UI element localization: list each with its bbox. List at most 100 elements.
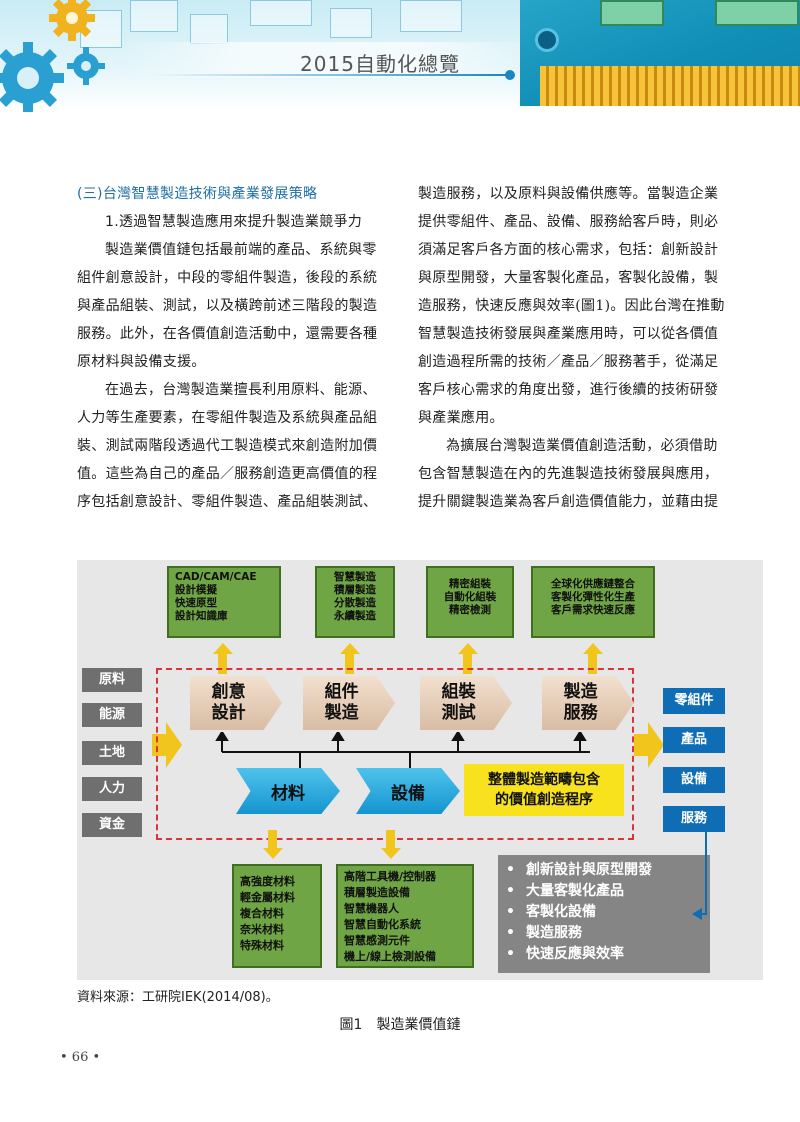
benefit-item: 大量客製化產品 xyxy=(506,881,710,902)
figure-caption: 圖1 製造業價值鏈 xyxy=(300,1014,500,1034)
output-services: 服務 xyxy=(663,806,725,832)
box-line: 積層製造 xyxy=(334,584,376,596)
paragraph: 製造業價值鏈包括最前端的產品、系統與零組件創意設計，中段的零組件製造，後段的系統… xyxy=(77,242,378,370)
stage-line: 服務 xyxy=(563,703,598,723)
subsection-title: 1.透過智慧製造應用來提升製造業競爭力 xyxy=(105,214,363,230)
benefit-item: 客製化設備 xyxy=(506,902,710,923)
stage-service: 製造服務 xyxy=(542,676,634,730)
box-line: 精密組裝 xyxy=(449,578,491,590)
box-line: 自動化組裝 xyxy=(443,591,497,603)
figure-source: 資料來源：工研院IEK(2014/08)。 xyxy=(77,990,279,1005)
box-line: 機上/線上檢測設備 xyxy=(344,950,437,963)
box-line: 奈米材料 xyxy=(240,923,284,936)
box-line: 特殊材料 xyxy=(240,939,284,952)
header-decor-square xyxy=(250,0,312,26)
arrow-shaft xyxy=(268,830,277,850)
paragraph: 在過去，台灣製造業擅長利用原料、能源、人力等生產要素，在零組件製造及系統與產品組… xyxy=(77,382,378,510)
box-line: 客戶需求快速反應 xyxy=(551,604,635,616)
header-decor-square xyxy=(330,8,372,38)
customer-needs-box: 創新設計與原型開發 大量客製化產品 客製化設備 製造服務 快速反應與效率 xyxy=(498,855,710,973)
box-line: 設計知識庫 xyxy=(175,610,228,622)
caption-text: 製造業價值鏈 xyxy=(376,1017,461,1033)
input-capital: 資金 xyxy=(82,813,142,837)
box-line: 智慧自動化系統 xyxy=(344,918,421,931)
input-land: 土地 xyxy=(82,741,142,765)
arrow-shaft xyxy=(463,654,472,674)
support-equipment: 設備 xyxy=(356,768,460,814)
box-line: 高強度材料 xyxy=(240,875,295,888)
scope-highlight: 整體製造範疇包含 的價值創造程序 xyxy=(464,764,624,816)
box-line: 智慧感測元件 xyxy=(344,934,410,947)
stage-line: 設計 xyxy=(211,703,246,723)
bottom-box-materials: 高強度材料 輕金屬材料 複合材料 奈米材料 特殊材料 xyxy=(232,864,322,968)
box-line: 高階工具機/控制器 xyxy=(344,870,437,883)
up-arrow-icon xyxy=(340,643,360,654)
header-title: 2015自動化總覽 xyxy=(300,52,460,76)
box-line: 複合材料 xyxy=(240,907,284,920)
highlight-line: 的價值創造程序 xyxy=(495,792,593,808)
header-underline xyxy=(150,74,510,76)
stage-line: 製造 xyxy=(324,703,359,723)
chip-icon xyxy=(600,0,664,26)
header-decor-square xyxy=(190,14,228,44)
stage-line: 製造 xyxy=(563,682,598,702)
arrow-shaft xyxy=(386,830,395,850)
header-band xyxy=(120,42,540,78)
highlight-line: 整體製造範疇包含 xyxy=(488,772,600,788)
right-column: 製造服務，以及原料與設備供應等。當製造企業提供零組件、產品、設備、服務給客戶時，… xyxy=(418,180,730,516)
left-column: (三)台灣智慧製造技術與產業發展策略 1.透過智慧製造應用來提升製造業競爭力 製… xyxy=(77,180,389,516)
box-line: 精密檢測 xyxy=(449,604,491,616)
box-line: 客製化彈性化生產 xyxy=(551,591,635,603)
benefit-item: 快速反應與效率 xyxy=(506,944,710,965)
box-line: 全球化供應鏈整合 xyxy=(551,578,635,590)
top-box-service: 全球化供應鏈整合 客製化彈性化生產 客戶需求快速反應 xyxy=(531,566,655,638)
bottom-box-equipment: 高階工具機/控制器 積層製造設備 智慧機器人 智慧自動化系統 智慧感測元件 機上… xyxy=(336,864,474,968)
header-dot xyxy=(505,70,515,80)
box-line: 智慧機器人 xyxy=(344,902,399,915)
stage-assembly: 組裝測試 xyxy=(420,676,512,730)
value-creation-frame xyxy=(156,668,634,840)
top-box-manufacturing: 智慧製造 積層製造 分散製造 永續製造 xyxy=(315,566,395,638)
support-material: 材料 xyxy=(236,768,340,814)
box-line: 積層製造設備 xyxy=(344,886,410,899)
stage-design: 創意設計 xyxy=(190,676,282,730)
top-box-assembly: 精密組裝 自動化組裝 精密檢測 xyxy=(426,566,514,638)
up-arrow-icon xyxy=(458,643,478,654)
box-line: 分散製造 xyxy=(334,597,376,609)
circuit-node-icon xyxy=(535,28,559,52)
chip-icon xyxy=(715,0,799,26)
caption-label: 圖1 xyxy=(339,1017,363,1033)
box-line: 輕金屬材料 xyxy=(240,891,295,904)
header-decor-square xyxy=(130,0,178,32)
header-decor-square xyxy=(400,0,462,32)
stage-component: 組件製造 xyxy=(303,676,395,730)
arrow-shaft xyxy=(345,654,354,674)
input-raw-material: 原料 xyxy=(82,668,142,692)
output-arrow-icon xyxy=(634,722,664,768)
benefit-item: 製造服務 xyxy=(506,923,710,944)
section-title: (三)台灣智慧製造技術與產業發展策略 xyxy=(77,186,318,202)
stage-line: 組裝 xyxy=(441,682,476,702)
box-line: 快速原型 xyxy=(175,597,217,609)
return-arrow-icon xyxy=(692,832,707,920)
stage-line: 創意 xyxy=(211,682,246,702)
paragraph: 為擴展台灣製造業價值創造活動，必須借助包含智慧製造在內的先進製造技術發展與應用，… xyxy=(418,438,719,510)
top-box-design: CAD/CAM/CAE 設計模擬 快速原型 設計知識庫 xyxy=(167,566,281,638)
arrow-shaft xyxy=(218,654,227,674)
stage-line: 組件 xyxy=(324,682,359,702)
output-components: 零組件 xyxy=(663,688,725,714)
box-line: CAD/CAM/CAE xyxy=(175,571,257,583)
box-line: 設計模擬 xyxy=(175,584,217,596)
benefit-item: 創新設計與原型開發 xyxy=(506,860,710,881)
box-line: 永續製造 xyxy=(334,610,376,622)
down-arrow-icon xyxy=(381,848,401,859)
connector-pins xyxy=(540,66,800,106)
paragraph: 製造服務，以及原料與設備供應等。當製造企業提供零組件、產品、設備、服務給客戶時，… xyxy=(418,186,725,426)
input-labor: 人力 xyxy=(82,777,142,801)
connector-lines xyxy=(215,732,590,768)
output-products: 產品 xyxy=(663,727,725,753)
up-arrow-icon xyxy=(583,643,603,654)
stage-line: 測試 xyxy=(441,703,476,723)
down-arrow-icon xyxy=(263,848,283,859)
arrow-shaft xyxy=(588,654,597,674)
